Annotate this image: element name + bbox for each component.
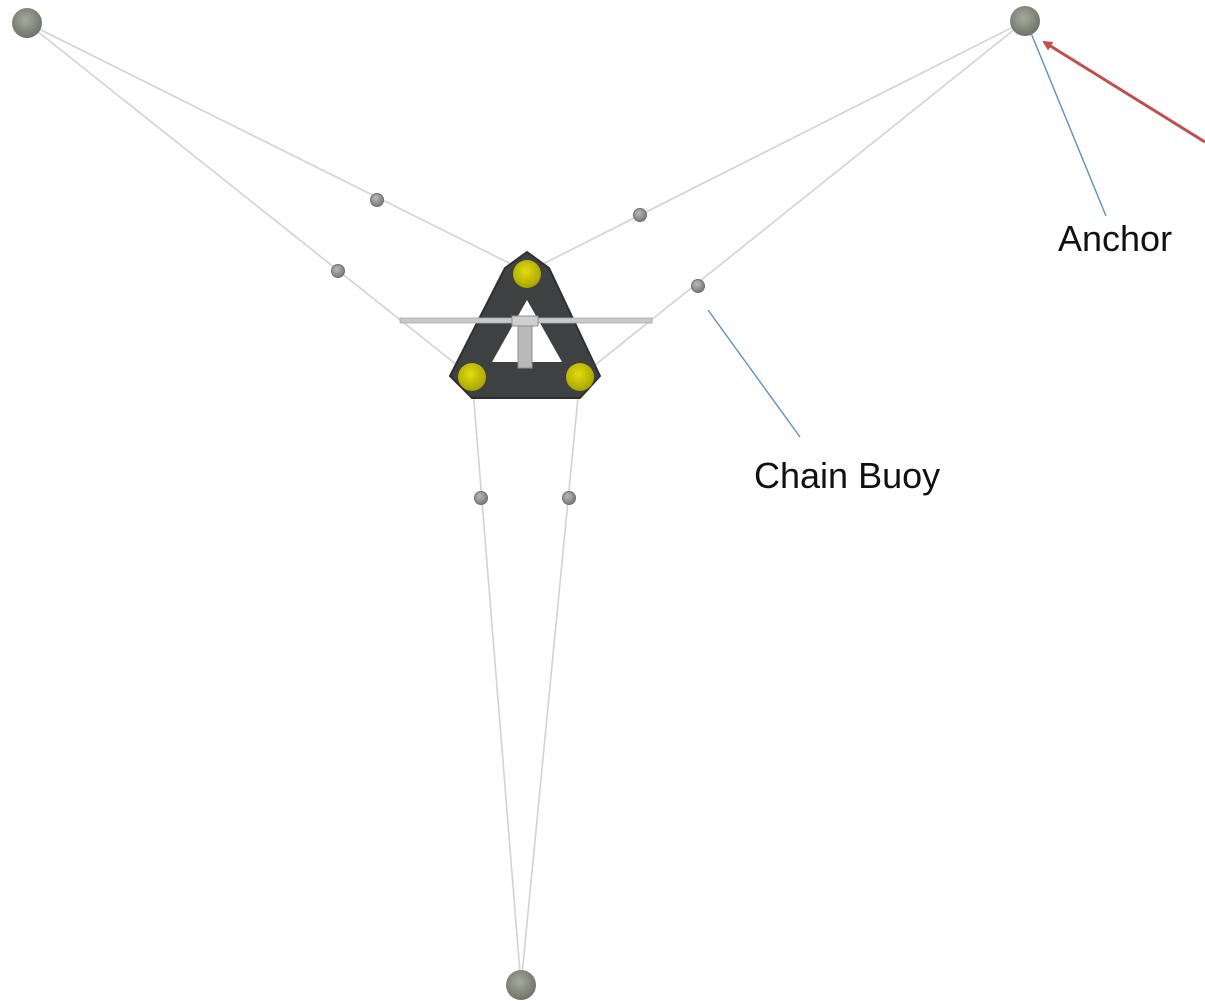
mooring-line-top-left-b xyxy=(26,22,473,378)
chain-buoy xyxy=(370,193,384,207)
anchor-leader-line xyxy=(1030,32,1107,217)
chain-buoy-label: Chain Buoy xyxy=(754,455,940,496)
anchor-top-left xyxy=(12,8,42,38)
anchor-bottom xyxy=(506,970,536,1000)
mooring-lines xyxy=(26,20,1026,986)
turbine-tower xyxy=(517,319,533,369)
chain-buoy xyxy=(474,491,488,505)
mooring-line-bottom-b xyxy=(520,376,581,986)
platform-column-right xyxy=(566,363,594,391)
mooring-line-bottom-a xyxy=(471,376,522,986)
annotations: Anchor Chain Buoy xyxy=(707,32,1205,496)
anchor-arrow xyxy=(1042,40,1205,144)
anchor-top-right xyxy=(1010,6,1040,36)
turbine-nacelle xyxy=(511,315,539,327)
mooring-line-top-right-a xyxy=(526,20,1026,273)
platform-column-left xyxy=(458,363,486,391)
chain-buoy-leader-line xyxy=(707,309,801,438)
chain-buoy xyxy=(633,208,647,222)
mooring-line-top-right-b xyxy=(579,20,1026,378)
anchor-label: Anchor xyxy=(1058,218,1172,259)
platform-column-top xyxy=(513,260,541,288)
chain-buoys xyxy=(331,193,705,505)
chain-buoy xyxy=(691,279,705,293)
anchors xyxy=(12,6,1040,1000)
chain-buoy xyxy=(331,264,345,278)
mooring-line-top-left-a xyxy=(26,22,528,273)
floating-platform xyxy=(399,251,653,399)
chain-buoy xyxy=(562,491,576,505)
